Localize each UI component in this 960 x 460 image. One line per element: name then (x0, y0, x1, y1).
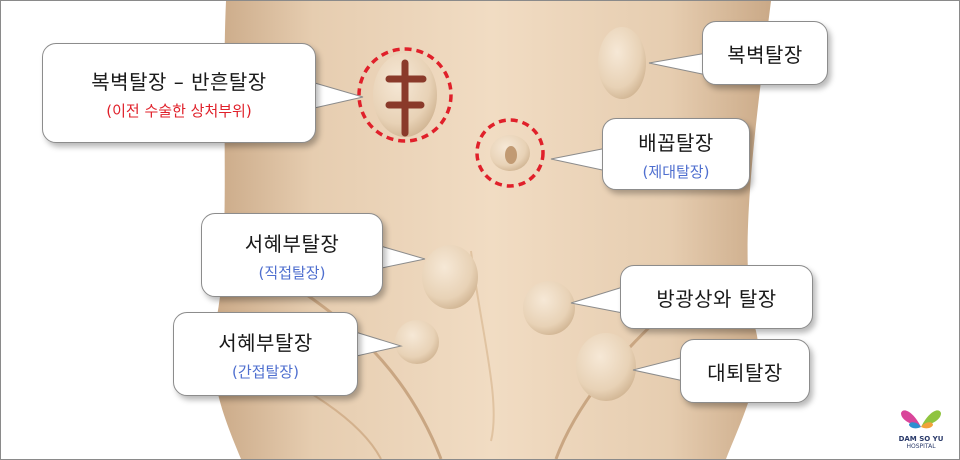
direct-inguinal-title: 서혜부탈장 (244, 231, 340, 256)
callout-femoral-hernia: 대퇴탈장 (680, 339, 810, 403)
left-groin-crease (300, 289, 443, 459)
incisional-note: (이전 수술한 상처부위) (106, 101, 252, 120)
incisional-title: 복벽탈장 – 반흔탈장 (91, 69, 267, 94)
callout-umbilical-hernia: 배꼽탈장 (제대탈장) (602, 118, 750, 190)
callout-indirect-inguinal-hernia: 서혜부탈장 (간접탈장) (173, 312, 358, 396)
umbilical-highlight-ring (475, 118, 545, 188)
logo-sub: HOSPITAL (906, 443, 936, 450)
supravesical-title: 방광상와 탈장 (656, 286, 777, 311)
ventral-title: 복벽탈장 (727, 42, 803, 67)
butterfly-logo-icon (901, 410, 941, 429)
hospital-logo: DAM SO YU HOSPITAL (891, 405, 951, 455)
callout-direct-inguinal-hernia: 서혜부탈장 (직접탈장) (201, 213, 383, 297)
logo-name: DAM SO YU (898, 435, 944, 443)
callout-supravesical-hernia: 방광상와 탈장 (620, 265, 813, 329)
navel (505, 146, 517, 164)
direct-inguinal-bulge (422, 245, 478, 309)
callout-incisional-hernia: 복벽탈장 – 반흔탈장 (이전 수술한 상처부위) (42, 43, 316, 143)
umbilical-title: 배꼽탈장 (638, 130, 714, 155)
femoral-title: 대퇴탈장 (707, 360, 783, 385)
incisional-highlight-ring (357, 47, 453, 143)
ventral-bulge (598, 27, 646, 99)
supravesical-bulge (523, 281, 575, 335)
umbilical-note: (제대탈장) (642, 162, 710, 181)
indirect-inguinal-bulge (395, 320, 439, 364)
callout-ventral-hernia: 복벽탈장 (702, 21, 828, 85)
scar-mark (385, 59, 427, 137)
direct-inguinal-note: (직접탈장) (258, 263, 326, 282)
femoral-bulge (576, 333, 636, 401)
indirect-inguinal-title: 서혜부탈장 (218, 330, 313, 355)
indirect-inguinal-note: (간접탈장) (232, 362, 299, 381)
